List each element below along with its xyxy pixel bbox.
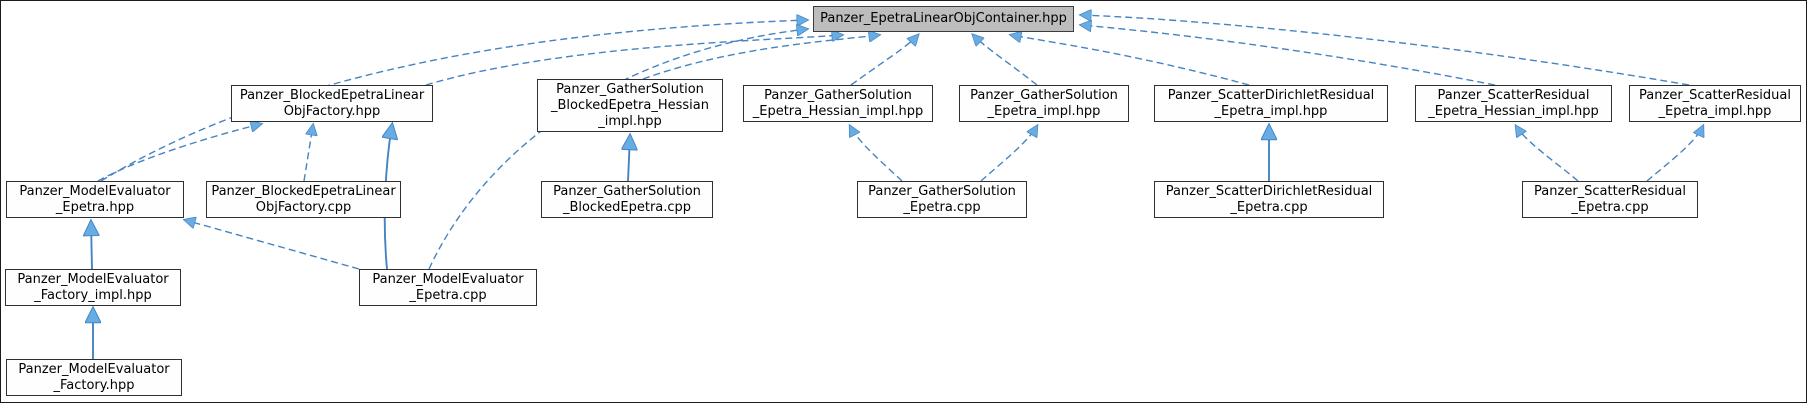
include-edge-K-to-C xyxy=(850,126,903,182)
graph-node-panzer-modelevaluator-factory-hpp[interactable]: Panzer_ModelEvaluator_Factory.hpp xyxy=(6,359,182,396)
graph-node-panzer-modelevaluator-epetra-hpp[interactable]: Panzer_ModelEvaluator_Epetra.hpp xyxy=(6,181,184,218)
node-label-line: Panzer_GatherSolution xyxy=(556,81,704,97)
include-edge-J-to-B xyxy=(628,136,630,182)
graph-node-panzer-gathersolution-epetra-hessian-impl-hpp[interactable]: Panzer_GatherSolution_Epetra_Hessian_imp… xyxy=(743,85,933,122)
node-label-line: _Epetra.cpp xyxy=(903,199,981,215)
node-label-line: _impl.hpp xyxy=(598,113,662,129)
node-label-line: _Epetra_Hessian_impl.hpp xyxy=(752,103,924,119)
node-label-line: Panzer_ModelEvaluator xyxy=(17,271,169,287)
graph-node-panzer-scatterdirichletresidual-epetra-cpp[interactable]: Panzer_ScatterDirichletResidual_Epetra.c… xyxy=(1154,181,1384,218)
node-label-line: _Factory.hpp xyxy=(53,377,135,393)
node-label-line: _Epetra.cpp xyxy=(1571,199,1649,215)
node-label-line: Panzer_GatherSolution xyxy=(553,183,701,199)
include-edge-O-to-H xyxy=(185,220,360,270)
node-label-line: ObjFactory.hpp xyxy=(283,103,381,119)
graph-node-panzer-scatterresidual-epetra-hessian-impl-hpp[interactable]: Panzer_ScatterResidual_Epetra_Hessian_im… xyxy=(1415,85,1612,122)
include-edge-A-to-T xyxy=(425,35,842,86)
node-label-line: Panzer_ScatterDirichletResidual xyxy=(1165,183,1373,199)
include-edge-D-to-T xyxy=(973,35,1038,86)
include-edge-H-to-T xyxy=(100,20,807,182)
node-label-line: _Epetra_impl.hpp xyxy=(1658,103,1772,119)
node-label-line: Panzer_BlockedEpetraLinear xyxy=(239,87,425,103)
node-label-line: Panzer_ModelEvaluator xyxy=(19,183,171,199)
include-edge-M-to-F xyxy=(1516,126,1579,182)
graph-node-panzer-modelevaluator-factory-impl-hpp[interactable]: Panzer_ModelEvaluator_Factory_impl.hpp xyxy=(5,269,181,306)
include-edge-E-to-T xyxy=(1011,35,1250,86)
include-edge-F-to-T xyxy=(1081,25,1496,86)
node-label-line: Panzer_GatherSolution xyxy=(764,87,912,103)
node-label-line: Panzer_ScatterResidual xyxy=(1639,87,1791,103)
node-label-line: ObjFactory.cpp xyxy=(255,199,352,215)
include-edge-K-to-D xyxy=(980,126,1037,182)
node-label-line: Panzer_BlockedEpetraLinear xyxy=(211,183,396,199)
node-label-line: Panzer_ModelEvaluator xyxy=(18,361,170,377)
include-edge-B-to-T xyxy=(642,35,879,80)
include-edge-I-to-A xyxy=(303,125,313,182)
node-label-line: Panzer_ScatterDirichletResidual xyxy=(1167,87,1375,103)
node-label-line: Panzer_EpetraLinearObjContainer.hpp xyxy=(820,11,1067,26)
graph-node-panzer-gathersolution-blockedepetra-hessian-impl-hpp[interactable]: Panzer_GatherSolution_BlockedEpetra_Hess… xyxy=(537,79,723,132)
node-label-line: _BlockedEpetra_Hessian xyxy=(551,97,709,113)
node-label-line: Panzer_ScatterResidual xyxy=(1437,87,1590,103)
node-label-line: _Epetra_impl.hpp xyxy=(987,103,1101,119)
node-label-line: Panzer_GatherSolution xyxy=(868,183,1016,199)
node-label-line: _Epetra.cpp xyxy=(1230,199,1308,215)
include-edge-C-to-T xyxy=(850,35,918,86)
graph-node-panzer-scatterresidual-epetra-impl-hpp[interactable]: Panzer_ScatterResidual_Epetra_impl.hpp xyxy=(1629,85,1801,122)
node-label-line: _Epetra.cpp xyxy=(409,287,487,303)
graph-node-panzer-scatterresidual-epetra-cpp[interactable]: Panzer_ScatterResidual_Epetra.cpp xyxy=(1522,181,1698,218)
node-label-line: _Epetra_Hessian_impl.hpp xyxy=(1428,103,1599,119)
node-label-line: Panzer_ScatterResidual xyxy=(1534,183,1686,199)
graph-node-panzer-modelevaluator-epetra-cpp[interactable]: Panzer_ModelEvaluator_Epetra.cpp xyxy=(359,269,537,306)
node-label-line: _Epetra.hpp xyxy=(55,199,135,215)
graph-node-panzer-gathersolution-epetra-impl-hpp[interactable]: Panzer_GatherSolution_Epetra_impl.hpp xyxy=(959,85,1129,122)
include-edge-H-to-A xyxy=(97,124,261,182)
graph-node-panzer-scatterdirichletresidual-epetra-impl-hpp[interactable]: Panzer_ScatterDirichletResidual_Epetra_i… xyxy=(1154,85,1388,122)
node-label-line: _Epetra_impl.hpp xyxy=(1214,103,1328,119)
graph-node-panzer-epetralinearobjcontainer-hpp: Panzer_EpetraLinearObjContainer.hpp xyxy=(813,6,1074,32)
node-label-line: _Factory_impl.hpp xyxy=(34,287,152,303)
include-edge-N-to-H xyxy=(91,222,92,270)
graph-node-panzer-gathersolution-blockedepetra-cpp[interactable]: Panzer_GatherSolution_BlockedEpetra.cpp xyxy=(541,181,713,218)
include-edge-G-to-T xyxy=(1081,15,1690,86)
node-label-line: _BlockedEpetra.cpp xyxy=(562,199,692,215)
node-label-line: Panzer_GatherSolution xyxy=(970,87,1118,103)
node-label-line: Panzer_ModelEvaluator xyxy=(372,271,524,287)
graph-node-panzer-gathersolution-epetra-cpp[interactable]: Panzer_GatherSolution_Epetra.cpp xyxy=(857,181,1027,218)
